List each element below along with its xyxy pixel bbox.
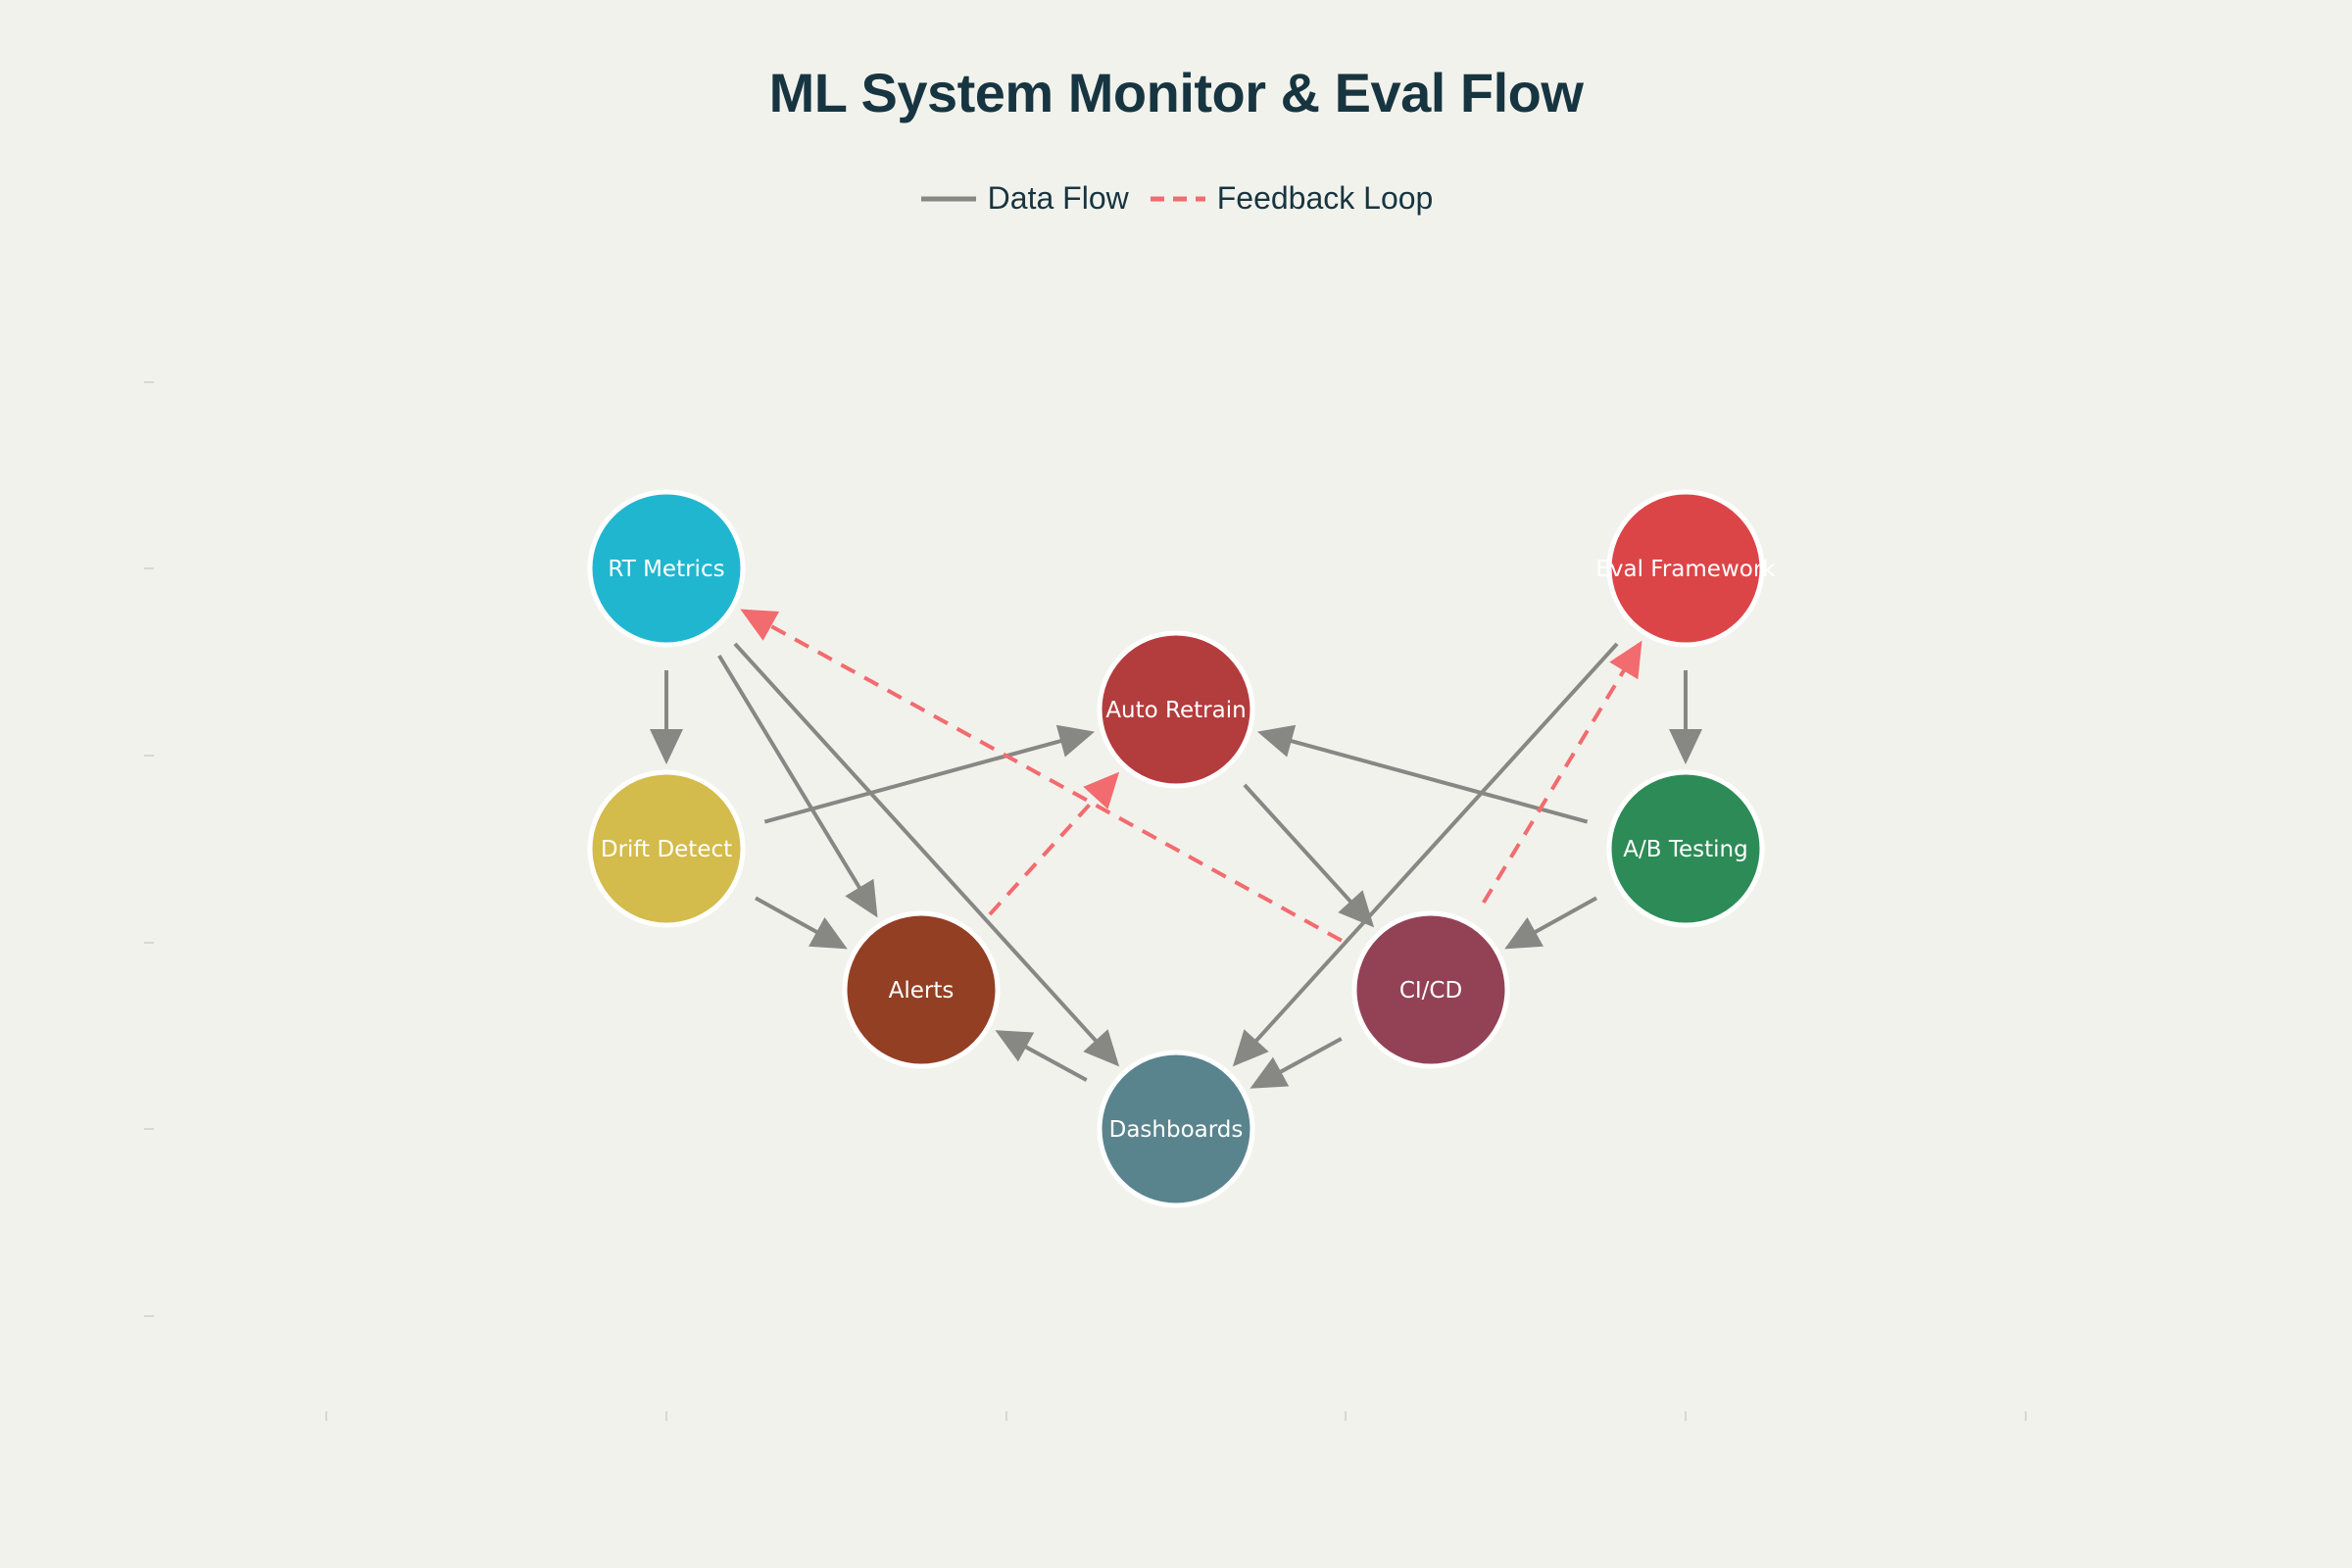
edge-arrowhead — [808, 917, 848, 950]
edge-arrowhead — [995, 1030, 1035, 1062]
node-label: CI/CD — [1399, 978, 1462, 1004]
node-circle — [1606, 769, 1765, 928]
edge-ab_testing-to-ci_cd — [1504, 896, 1597, 950]
edge-arrowhead — [1256, 724, 1297, 758]
edge-arrowhead — [1083, 1029, 1120, 1067]
node-alerts[interactable]: Alerts — [842, 910, 1001, 1069]
node-ab-testing[interactable]: A/B Testing — [1606, 769, 1765, 928]
edge-drift_detect-to-auto_retrain — [763, 724, 1096, 824]
node-label: Alerts — [889, 978, 955, 1004]
edge-auto_retrain-to-ci_cd — [1243, 783, 1375, 928]
node-circle — [842, 910, 1001, 1069]
edge-ci_cd-to-eval_framework — [1482, 640, 1642, 905]
edge-arrowhead — [1083, 771, 1120, 809]
edge-line — [988, 793, 1101, 916]
node-label: Dashboards — [1109, 1117, 1244, 1143]
edge-alerts-to-auto_retrain — [988, 771, 1120, 916]
edge-line — [755, 896, 821, 936]
node-label: Eval Framework — [1595, 557, 1776, 582]
edge-ab_testing-to-auto_retrain — [1256, 724, 1589, 824]
edge-line — [733, 642, 1101, 1046]
edge-arrowhead — [650, 729, 683, 764]
edge-drift_detect-to-alerts — [755, 896, 848, 950]
node-rt-metrics[interactable]: RT Metrics — [587, 489, 746, 648]
legend-item-feedback: Feedback Loop — [1149, 180, 1434, 217]
legend-label-data-flow: Data Flow — [987, 180, 1129, 216]
edge-arrowhead — [1669, 729, 1702, 764]
edge-line — [766, 622, 1343, 943]
node-dashboards[interactable]: Dashboards — [1097, 1050, 1255, 1208]
edge-line — [1243, 783, 1355, 906]
legend-label-feedback: Feedback Loop — [1216, 180, 1434, 216]
edge-line — [1251, 642, 1619, 1046]
edge-arrowhead — [1055, 724, 1096, 758]
node-circle — [1097, 630, 1255, 789]
edge-arrowhead — [1504, 917, 1544, 950]
edge-arrowhead — [1250, 1056, 1290, 1089]
node-label: A/B Testing — [1623, 837, 1747, 862]
feedback-dashed-line-icon — [1150, 196, 1205, 201]
edge-rt_metrics-to-dashboards — [733, 642, 1120, 1067]
page-title: ML System Monitor & Eval Flow — [768, 62, 1584, 123]
edge-ci_cd-to-dashboards — [1250, 1037, 1343, 1089]
edges — [650, 609, 1702, 1089]
node-circle — [587, 489, 746, 648]
edge-line — [1531, 896, 1597, 936]
axis-ticks — [144, 381, 2027, 1421]
edge-eval_framework-to-ab_testing — [1669, 670, 1702, 764]
edge-arrowhead — [1609, 640, 1642, 680]
edge-ci_cd-to-rt_metrics — [740, 609, 1343, 943]
edge-line — [1287, 738, 1589, 824]
edge-rt_metrics-to-alerts — [717, 654, 878, 918]
node-label: Auto Retrain — [1105, 698, 1246, 723]
node-label: RT Metrics — [608, 557, 724, 582]
edge-line — [1482, 665, 1628, 905]
data-flow-line-icon — [920, 196, 976, 201]
edge-eval_framework-to-dashboards — [1232, 642, 1619, 1067]
node-eval-framework[interactable]: Eval Framework — [1595, 489, 1776, 648]
legend-item-data-flow: Data Flow — [919, 180, 1129, 217]
edge-line — [1021, 1043, 1088, 1082]
node-circle — [1606, 489, 1765, 648]
edge-line — [763, 738, 1065, 824]
edge-arrowhead — [1232, 1029, 1269, 1067]
node-circle — [1351, 910, 1510, 1069]
node-ci-cd[interactable]: CI/CD — [1351, 910, 1510, 1069]
legend: Data Flow Feedback Loop — [0, 180, 2352, 217]
edge-arrowhead — [845, 878, 878, 918]
node-circle — [587, 769, 746, 928]
node-label: Drift Detect — [601, 837, 732, 862]
edge-rt_metrics-to-drift_detect — [650, 670, 683, 764]
edge-dashboards-to-alerts — [995, 1030, 1088, 1082]
node-circle — [1097, 1050, 1255, 1208]
edge-line — [1276, 1037, 1343, 1076]
edge-line — [717, 654, 863, 893]
edge-arrowhead — [740, 609, 780, 641]
node-drift-detect[interactable]: Drift Detect — [587, 769, 746, 928]
node-auto-retrain[interactable]: Auto Retrain — [1097, 630, 1255, 789]
